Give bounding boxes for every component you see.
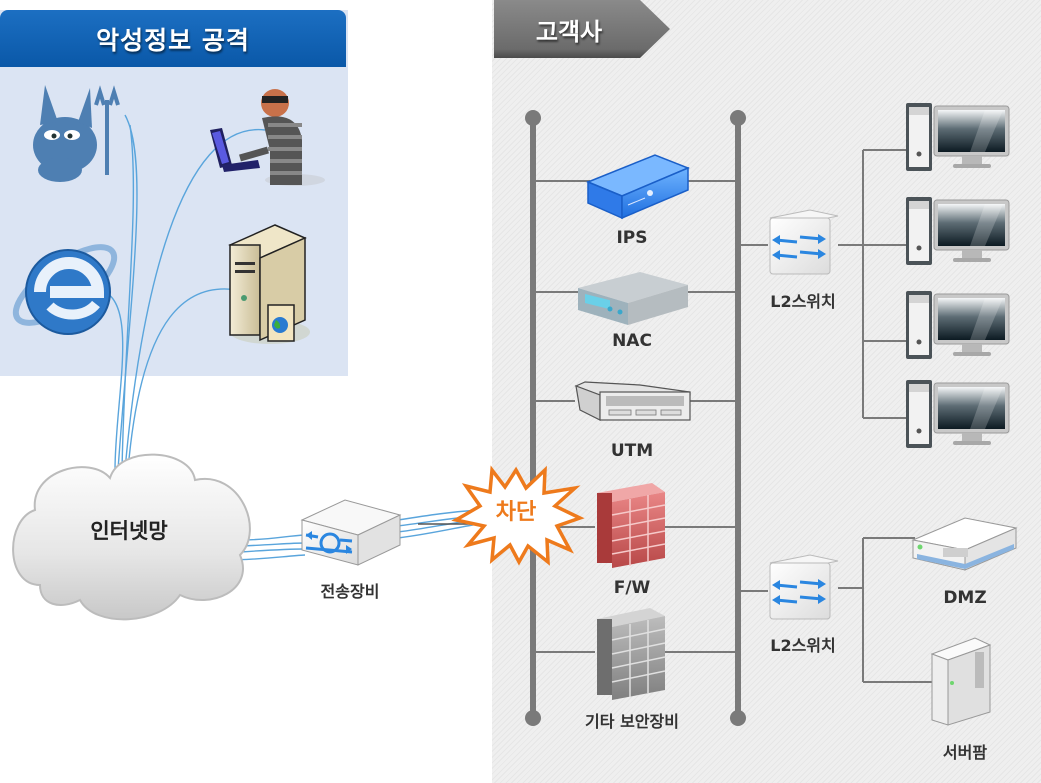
l2-switch-icon xyxy=(769,209,839,275)
internet-label: 인터넷망 xyxy=(90,519,168,543)
device-label-other: 기타 보안장비 xyxy=(585,712,679,731)
server-farm-label: 서버팜 xyxy=(942,743,988,762)
pc-list xyxy=(906,103,1010,448)
other-security-device-icon xyxy=(597,608,666,700)
pc-icon xyxy=(906,380,1010,448)
utm-device-icon xyxy=(574,381,691,421)
dmz-server-icon xyxy=(911,517,1018,571)
customer-zone-header-arrow xyxy=(494,0,670,58)
hacker-icon xyxy=(210,89,325,186)
device-label-fw: F/W xyxy=(613,578,651,598)
dmz-label: DMZ xyxy=(943,588,987,608)
firewall-icon xyxy=(597,483,666,568)
switch-label-2: L2스위치 xyxy=(770,636,836,655)
server-farm-icon xyxy=(930,637,992,726)
pc-icon xyxy=(906,197,1010,265)
internet-explorer-icon xyxy=(12,244,118,335)
pc-icon xyxy=(906,291,1010,359)
l2-switch-icon xyxy=(769,554,839,620)
attacker-zone-title: 악성정보 공격 xyxy=(0,10,346,67)
ips-device-icon xyxy=(586,154,690,220)
customer-zone-title: 고객사 xyxy=(535,17,603,46)
device-label-ips: IPS xyxy=(616,228,648,248)
devil-icon xyxy=(33,85,120,182)
transmission-device-icon xyxy=(300,499,402,566)
device-links xyxy=(533,149,932,683)
switch-label-1: L2스위치 xyxy=(770,292,836,311)
internet-cloud-icon xyxy=(12,453,251,621)
security-bus xyxy=(525,110,746,726)
device-label-nac: NAC xyxy=(612,331,652,351)
block-label: 차단 xyxy=(495,500,537,525)
block-starburst-icon xyxy=(451,465,585,566)
device-label-utm: UTM xyxy=(610,441,654,461)
nac-device-icon xyxy=(578,272,688,325)
transmission-label: 전송장비 xyxy=(320,582,380,601)
web-server-icon xyxy=(228,224,310,344)
attack-links xyxy=(99,114,271,471)
pc-icon xyxy=(906,103,1010,171)
